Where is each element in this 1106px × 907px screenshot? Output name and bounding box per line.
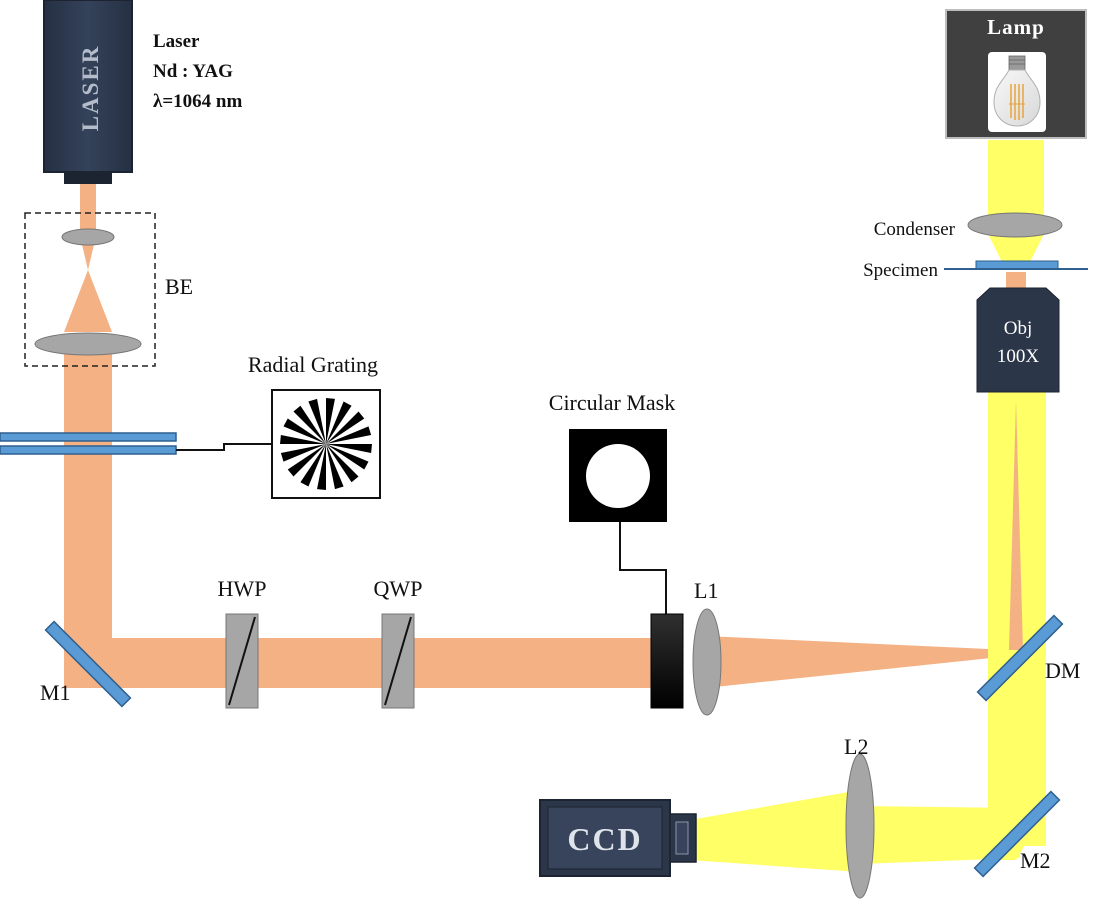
grating-spoke <box>317 444 326 490</box>
specimen-label: Specimen <box>863 260 938 281</box>
grating-spoke <box>283 418 326 444</box>
radial-grating-plate <box>0 432 272 455</box>
laser-type: Nd : YAG <box>153 61 233 82</box>
m1-label: M1 <box>40 680 71 705</box>
grating-spoke <box>326 401 352 444</box>
circular-mask-icon <box>569 429 667 614</box>
dm-label: DM <box>1045 658 1080 683</box>
laser-title: Laser <box>153 31 200 52</box>
l2-label: L2 <box>844 734 868 759</box>
light-bulb-icon <box>993 55 1041 127</box>
grating-spoke <box>326 398 335 444</box>
grating-spoke <box>308 398 326 444</box>
grating-spoke <box>326 444 369 470</box>
l1-label: L1 <box>694 578 718 603</box>
lamp-source <box>945 9 1087 139</box>
laser-beam <box>64 183 1010 688</box>
dichroic-mirror <box>976 614 1064 702</box>
be-lens-2 <box>34 332 142 356</box>
quarter-wave-plate <box>381 613 415 709</box>
objective-label-line1: Obj <box>1004 318 1033 339</box>
grating-spoke <box>287 444 326 477</box>
grating-spoke <box>326 411 365 444</box>
mask-block <box>650 613 684 709</box>
be-label: BE <box>165 274 193 299</box>
be-lens-1 <box>61 228 115 246</box>
objective-lens <box>976 287 1060 393</box>
specimen-slide <box>944 260 1088 270</box>
half-wave-plate <box>225 613 259 709</box>
grating-spoke <box>280 435 326 444</box>
condenser-lens <box>967 212 1063 238</box>
laser-source: LASER <box>43 0 133 184</box>
ccd-label: CCD <box>567 821 642 857</box>
beam-expander <box>24 212 156 367</box>
grating-spoke <box>293 405 326 444</box>
radial-grating-icon <box>271 389 381 499</box>
mirror-m2 <box>973 790 1061 878</box>
lens-l1 <box>692 608 722 716</box>
grating-spoke <box>280 444 326 462</box>
condenser-label: Condenser <box>874 219 956 240</box>
lamp-label: Lamp <box>987 15 1045 39</box>
mirror-m1 <box>44 620 132 708</box>
laser-wavelength: λ=1064 nm <box>153 91 242 112</box>
radial-grating-label: Radial Grating <box>248 352 378 377</box>
qwp-label: QWP <box>374 576 423 601</box>
grating-spoke <box>326 444 344 490</box>
objective-label-line2: 100X <box>997 346 1040 367</box>
m2-label: M2 <box>1020 848 1051 873</box>
grating-spoke <box>300 444 326 487</box>
grating-spoke <box>326 444 359 483</box>
lamp-beam <box>690 140 1046 872</box>
laser-box-label: LASER <box>78 45 103 132</box>
grating-spoke <box>326 444 372 453</box>
grating-spoke <box>326 426 372 444</box>
lens-l2 <box>845 753 875 899</box>
hwp-label: HWP <box>218 576 267 601</box>
circular-mask-label: Circular Mask <box>549 390 675 415</box>
ccd-camera <box>539 799 697 877</box>
